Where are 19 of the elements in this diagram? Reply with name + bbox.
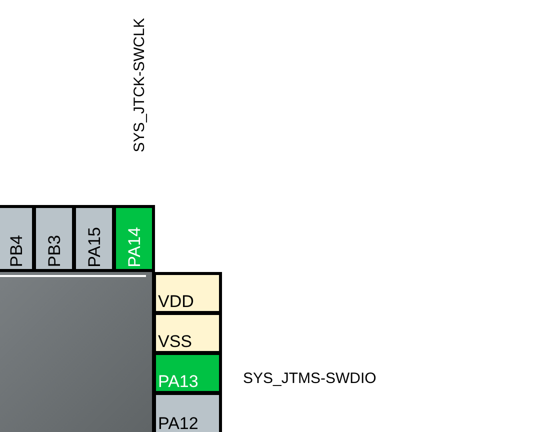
pin-box xyxy=(153,392,222,432)
pin-box xyxy=(153,352,222,394)
pin-box xyxy=(113,205,155,272)
pin-box xyxy=(73,205,115,272)
signal-label: SYS_JTMS-SWDIO xyxy=(243,371,376,386)
pin-label: PA13 xyxy=(158,373,198,390)
pin-label: PA12 xyxy=(158,415,198,432)
pin-box xyxy=(0,205,35,272)
chip-body xyxy=(0,269,155,432)
pin-label: PA14 xyxy=(126,226,142,267)
pin-label: PB4 xyxy=(8,234,24,267)
pin-label: VSS xyxy=(158,333,192,350)
pin-label: PA15 xyxy=(86,226,102,267)
pin-label: PB3 xyxy=(46,234,62,267)
pin-box xyxy=(33,205,75,272)
pin-label: VDD xyxy=(158,293,194,310)
pin-box xyxy=(153,272,222,314)
pin-box xyxy=(153,312,222,354)
signal-label: SYS_JTCK-SWCLK xyxy=(132,18,147,152)
